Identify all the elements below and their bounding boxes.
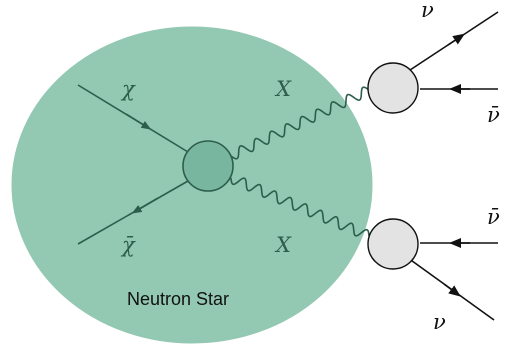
nubar-upper-in-label: ν̄ (487, 103, 500, 127)
mediator-lower-label: X (274, 233, 292, 257)
nu-upper-out-label: ν (421, 0, 434, 22)
chi-in-label: χ (120, 77, 136, 101)
nu-lower-out-label: ν (433, 310, 446, 334)
nu-lower-out-arrow (443, 283, 461, 297)
chi-bar-arrow (131, 197, 159, 214)
central-vertex (182, 140, 234, 192)
nubar-lower-in-label: ν̄ (487, 205, 500, 229)
nu-upper-out-arrow (447, 33, 465, 46)
neutron-star-label: Neutron Star (127, 289, 229, 309)
chi-bar-label: χ̄ (120, 233, 136, 257)
chi-in-arrow (125, 113, 152, 130)
lower-decay-vertex (367, 218, 419, 270)
mediator-upper-label: X (274, 77, 292, 101)
mediator-x-upper-line (230, 86, 370, 160)
mediator-x-lower-line (230, 177, 370, 237)
upper-decay-vertex (367, 62, 419, 114)
